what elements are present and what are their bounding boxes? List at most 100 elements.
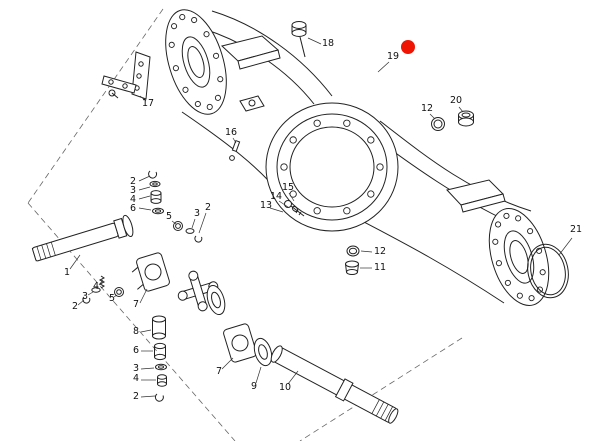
svg-text:2: 2 — [205, 202, 211, 213]
right-flange — [488, 208, 550, 306]
snap-ring-bottom — [154, 393, 164, 402]
svg-text:6: 6 — [133, 345, 139, 356]
callout-5a: 5 — [166, 211, 177, 225]
banjo-ring — [265, 102, 399, 232]
callout-11: 11 — [360, 262, 386, 273]
svg-text:13: 13 — [260, 200, 272, 211]
seal-top — [152, 207, 164, 215]
callout-3a: 3 — [130, 185, 151, 196]
callout-4b: 4 — [93, 279, 104, 292]
bolt-assembly — [284, 200, 305, 217]
svg-text:11: 11 — [374, 262, 386, 273]
spring-left — [98, 275, 106, 289]
callout-4a: 4 — [130, 194, 151, 205]
svg-text:18: 18 — [322, 38, 334, 49]
svg-text:20: 20 — [450, 95, 462, 106]
snap-ring-left — [82, 296, 91, 304]
snap-ring-mid — [194, 235, 203, 243]
svg-text:14: 14 — [270, 191, 282, 202]
o-ring-small-top — [431, 117, 445, 131]
snap-ring-top — [148, 170, 158, 179]
axle-shaft — [31, 214, 134, 262]
callout-12b: 12 — [421, 103, 436, 120]
callout-4c: 4 — [133, 373, 156, 384]
callout-9: 9 — [251, 366, 262, 392]
callouts: 1 2 3 4 6 5 3 2 4 3 2 5 7 8 6 3 4 2 7 9 … — [64, 37, 582, 402]
callout-7b: 7 — [216, 357, 234, 377]
construction-lines — [27, 8, 463, 441]
svg-text:12: 12 — [421, 103, 433, 114]
svg-text:4: 4 — [130, 194, 136, 205]
bushing-top — [150, 190, 162, 204]
callout-17: 17 — [139, 95, 154, 109]
callout-3b: 3 — [191, 208, 200, 229]
callout-1: 1 — [64, 254, 81, 278]
callout-14: 14 — [270, 191, 289, 208]
callout-8: 8 — [133, 326, 152, 337]
callout-2c: 2 — [72, 299, 85, 312]
callout-6b: 6 — [133, 345, 153, 356]
svg-text:2: 2 — [72, 301, 78, 312]
o-ring-small-mid — [346, 245, 360, 257]
callout-3d: 3 — [133, 363, 155, 374]
callout-20: 20 — [450, 95, 464, 113]
callout-12a: 12 — [360, 246, 386, 257]
callout-19: 19 — [377, 51, 399, 73]
highlight-dot — [401, 40, 415, 54]
hex-plug-top — [458, 110, 474, 127]
svg-text:8: 8 — [133, 326, 139, 337]
callout-3c: 3 — [82, 291, 94, 302]
yoke-upper — [131, 252, 170, 292]
cup-lower — [157, 374, 167, 387]
callout-7a: 7 — [133, 288, 148, 310]
callout-2b: 2 — [198, 202, 211, 234]
svg-text:1: 1 — [64, 267, 70, 278]
svg-text:21: 21 — [570, 224, 582, 235]
svg-text:7: 7 — [216, 366, 222, 377]
bushing-lower — [154, 342, 166, 361]
svg-text:17: 17 — [142, 98, 154, 109]
svg-text:5: 5 — [166, 211, 172, 222]
mounting-bracket — [101, 51, 151, 100]
svg-text:3: 3 — [82, 291, 88, 302]
flange-yoke — [206, 284, 226, 316]
companion-flange — [253, 337, 273, 367]
svg-text:6: 6 — [130, 203, 136, 214]
svg-text:2: 2 — [130, 176, 136, 187]
washer-mid — [185, 228, 195, 234]
callout-2a: 2 — [130, 175, 151, 187]
breather-valve — [291, 21, 307, 58]
washer-left — [91, 287, 101, 293]
svg-text:3: 3 — [130, 185, 136, 196]
callout-13: 13 — [260, 200, 284, 213]
callout-10: 10 — [279, 370, 299, 393]
svg-text:16: 16 — [225, 127, 237, 138]
callout-16: 16 — [225, 127, 237, 144]
axle-housing — [165, 9, 550, 306]
svg-text:19: 19 — [387, 51, 399, 62]
svg-text:9: 9 — [251, 381, 257, 392]
left-flange — [165, 9, 227, 115]
svg-text:5: 5 — [109, 293, 115, 304]
cylinder-lower — [152, 315, 166, 340]
svg-text:15: 15 — [282, 182, 294, 193]
svg-text:4: 4 — [133, 373, 139, 384]
svg-text:10: 10 — [279, 382, 291, 393]
yoke-lower — [223, 323, 257, 363]
drain-plug — [345, 260, 359, 275]
callout-2d: 2 — [133, 391, 156, 402]
callout-6a: 6 — [130, 203, 152, 214]
svg-text:3: 3 — [133, 363, 139, 374]
callout-18: 18 — [307, 37, 334, 49]
callout-5b: 5 — [109, 293, 118, 304]
callout-15: 15 — [282, 182, 295, 202]
svg-text:7: 7 — [133, 299, 139, 310]
svg-text:4: 4 — [93, 281, 99, 292]
ring-left — [114, 287, 124, 297]
stud-pin — [229, 139, 241, 161]
callout-21: 21 — [558, 224, 582, 256]
svg-text:12: 12 — [374, 246, 386, 257]
washer-top — [149, 180, 161, 188]
drive-shaft — [270, 345, 399, 424]
